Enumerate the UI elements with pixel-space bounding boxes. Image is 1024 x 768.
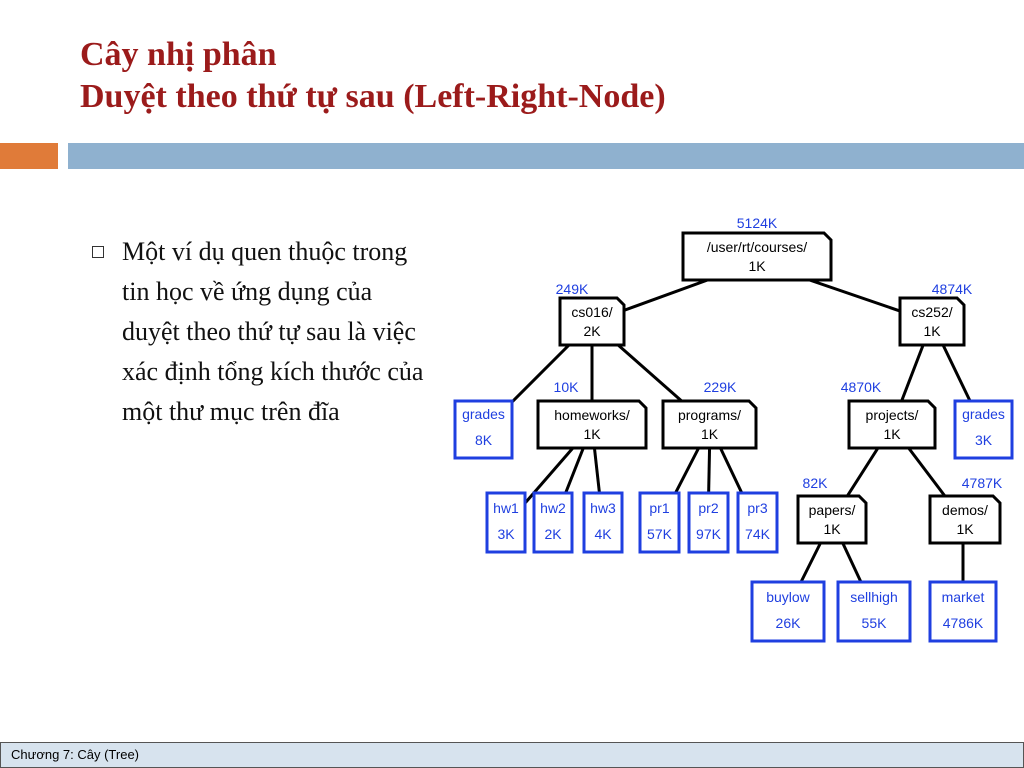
node-size: 97K <box>696 526 722 542</box>
footer-bar: Chương 7: Cây (Tree) <box>0 742 1024 768</box>
node-name: /user/rt/courses/ <box>707 239 807 255</box>
footer-text: Chương 7: Cây (Tree) <box>11 747 140 762</box>
file-box <box>687 491 730 554</box>
node-name: pr1 <box>649 500 669 516</box>
title-line-1: Cây nhị phân <box>80 36 277 73</box>
tree-node-pr1: pr1 57K <box>638 491 681 554</box>
node-total: 229K <box>704 379 737 395</box>
node-name: cs016/ <box>571 304 612 320</box>
tree-node-hw2: hw2 2K <box>532 491 574 554</box>
tree-node-pr2: pr2 97K <box>687 491 730 554</box>
file-box <box>453 399 514 460</box>
node-total: 4787K <box>962 475 1003 491</box>
node-size: 8K <box>475 432 493 448</box>
square-bullet-icon <box>92 246 104 258</box>
tree-node-root: /user/rt/courses/1K 5124K <box>681 215 833 282</box>
folder-box <box>847 399 937 450</box>
tree-node-homeworks: homeworks/1K 10K <box>536 379 648 450</box>
file-box <box>582 491 624 554</box>
node-total: 5124K <box>737 215 778 231</box>
node-size: 1K <box>748 258 766 274</box>
tree-node-market: market 4786K <box>928 580 998 643</box>
node-size: 4786K <box>943 615 984 631</box>
node-name: grades <box>462 406 505 422</box>
node-name: hw3 <box>590 500 616 516</box>
folder-box <box>928 494 1002 545</box>
node-size: 74K <box>745 526 771 542</box>
node-size: 26K <box>776 615 802 631</box>
tree-node-pr3: pr3 74K <box>736 491 779 554</box>
folder-box <box>796 494 868 545</box>
node-size: 2K <box>544 526 562 542</box>
tree-node-projects: projects/1K 4870K <box>841 379 937 450</box>
node-name: programs/ <box>678 407 741 423</box>
tree-node-hw1: hw1 3K <box>485 491 527 554</box>
node-name: buylow <box>766 589 810 605</box>
bullet-item: Một ví dụ quen thuộc trong tin học về ứn… <box>92 232 432 432</box>
node-name: market <box>942 589 985 605</box>
node-name: cs252/ <box>911 304 952 320</box>
node-size: 4K <box>594 526 612 542</box>
node-size: 3K <box>975 432 993 448</box>
folder-box <box>536 399 648 450</box>
node-size: 1K <box>956 521 974 537</box>
node-size: 1K <box>583 426 601 442</box>
tree-node-demos: demos/1K 4787K <box>928 475 1003 545</box>
folder-box <box>681 231 833 282</box>
tree-node-cs016: cs016/2K 249K <box>556 281 626 347</box>
slide-title: Cây nhị phân Duyệt theo thứ tự sau (Left… <box>80 34 666 118</box>
tree-node-cs252: cs252/1K 4874K <box>898 281 973 347</box>
node-size: 1K <box>923 323 941 339</box>
tree-node-sellhigh: sellhigh 55K <box>836 580 912 643</box>
tree-node-hw3: hw3 4K <box>582 491 624 554</box>
node-total: 4874K <box>932 281 973 297</box>
accent-bar-blue <box>68 143 1024 169</box>
tree-node-buylow: buylow 26K <box>750 580 826 643</box>
node-size: 3K <box>497 526 515 542</box>
file-box <box>836 580 912 643</box>
node-size: 55K <box>862 615 888 631</box>
file-box <box>736 491 779 554</box>
node-size: 57K <box>647 526 673 542</box>
folder-box <box>558 296 626 347</box>
file-box <box>750 580 826 643</box>
node-total: 10K <box>554 379 580 395</box>
file-box <box>485 491 527 554</box>
node-name: pr3 <box>747 500 767 516</box>
folder-box <box>661 399 758 450</box>
node-name: hw2 <box>540 500 566 516</box>
file-box <box>953 399 1014 460</box>
node-total: 82K <box>803 475 829 491</box>
file-box <box>638 491 681 554</box>
tree-node-papers: papers/1K 82K <box>796 475 868 545</box>
bullet-text: Một ví dụ quen thuộc trong tin học về ứn… <box>122 237 424 426</box>
title-line-2: Duyệt theo thứ tự sau (Left-Right-Node) <box>80 78 666 115</box>
tree-node-grades1: grades 8K <box>453 399 514 460</box>
node-total: 4870K <box>841 379 882 395</box>
node-size: 1K <box>883 426 901 442</box>
node-name: papers/ <box>809 502 856 518</box>
node-name: homeworks/ <box>554 407 630 423</box>
node-size: 2K <box>583 323 601 339</box>
file-box <box>532 491 574 554</box>
node-size: 1K <box>701 426 719 442</box>
file-box <box>928 580 998 643</box>
accent-bar-orange <box>0 143 58 169</box>
node-name: sellhigh <box>850 589 897 605</box>
folder-box <box>898 296 966 347</box>
node-total: 249K <box>556 281 589 297</box>
node-name: projects/ <box>866 407 919 423</box>
node-size: 1K <box>823 521 841 537</box>
node-name: pr2 <box>698 500 718 516</box>
node-name: demos/ <box>942 502 988 518</box>
node-name: grades <box>962 406 1005 422</box>
tree-node-grades2: grades 3K <box>953 399 1014 460</box>
tree-node-programs: programs/1K 229K <box>661 379 758 450</box>
node-name: hw1 <box>493 500 519 516</box>
